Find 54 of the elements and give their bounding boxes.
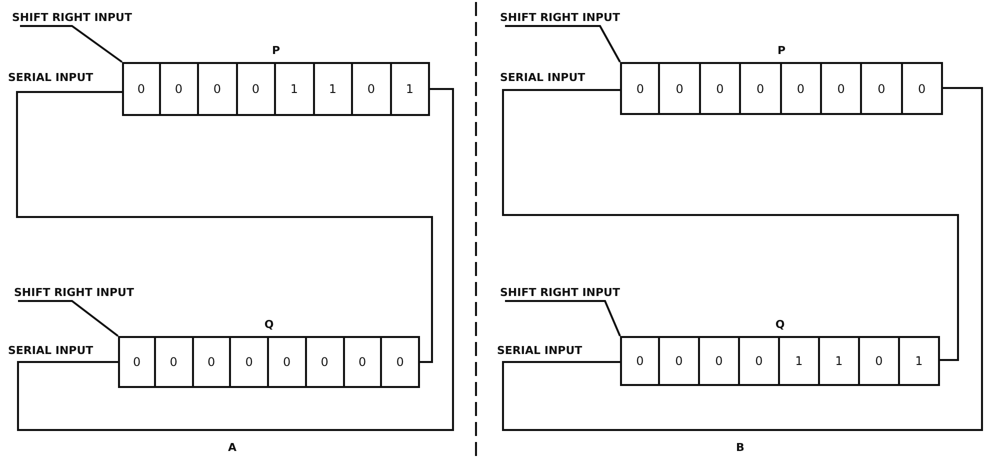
input-label: SHIFT RIGHT INPUT	[12, 10, 132, 26]
wire	[16, 91, 433, 363]
bit-cell: 0	[192, 336, 232, 388]
bit-cell: 0	[860, 62, 903, 115]
input-label: SHIFT RIGHT INPUT	[500, 10, 620, 26]
bit-cell: 0	[158, 62, 199, 116]
bit-cell: 0	[304, 336, 344, 388]
terminal-label: SERIAL INPUT	[8, 343, 94, 359]
bit-cell: 0	[154, 336, 194, 388]
bit-cell: 0	[620, 62, 660, 115]
bit-cell: 0	[858, 336, 900, 386]
bit-cell: 0	[351, 62, 392, 116]
wire	[17, 88, 454, 431]
terminal-label: SERIAL INPUT	[497, 343, 582, 359]
bit-cell: 0	[820, 62, 862, 115]
panel-label: A	[228, 440, 237, 456]
bit-cell: 1	[898, 336, 940, 386]
input-label: SHIFT RIGHT INPUT	[14, 285, 134, 301]
bit-cell: 0	[620, 336, 660, 386]
bit-cell: 1	[312, 62, 353, 116]
register-name: Q	[263, 317, 275, 333]
leader-line	[17, 300, 119, 337]
register-name: P	[776, 43, 787, 59]
bit-cell: 0	[698, 62, 742, 115]
bit-cell: 0	[738, 336, 780, 386]
wire	[502, 87, 983, 431]
bit-cell: 1	[274, 62, 314, 116]
terminal-label: SERIAL INPUT	[8, 70, 94, 86]
input-label: SHIFT RIGHT INPUT	[500, 285, 620, 301]
bit-cell: 0	[229, 336, 269, 388]
bit-cell: 0	[658, 62, 701, 115]
bit-cell: 1	[818, 336, 860, 386]
bit-cell: 0	[197, 62, 238, 116]
bit-cell: 0	[780, 62, 822, 115]
bit-cell: 0	[122, 62, 160, 116]
bit-cell: 0	[380, 336, 420, 388]
bit-cell: 0	[118, 336, 156, 388]
leader-line	[504, 300, 621, 336]
register-name: P	[270, 43, 282, 59]
bit-cell: 1	[390, 62, 430, 116]
panel-label: B	[736, 440, 744, 456]
bit-cell: 0	[236, 62, 276, 116]
leader-line	[19, 25, 123, 63]
register-name: Q	[774, 317, 786, 333]
bit-cell: 0	[900, 62, 943, 115]
bit-cell: 0	[739, 62, 782, 115]
terminal-label: SERIAL INPUT	[500, 70, 586, 86]
bit-cell: 0	[342, 336, 382, 388]
bit-cell: 0	[698, 336, 740, 386]
bit-cell: 0	[658, 336, 700, 386]
leader-line	[504, 25, 621, 62]
bit-cell: 0	[267, 336, 307, 388]
wire	[502, 89, 959, 361]
bit-cell: 1	[778, 336, 820, 386]
